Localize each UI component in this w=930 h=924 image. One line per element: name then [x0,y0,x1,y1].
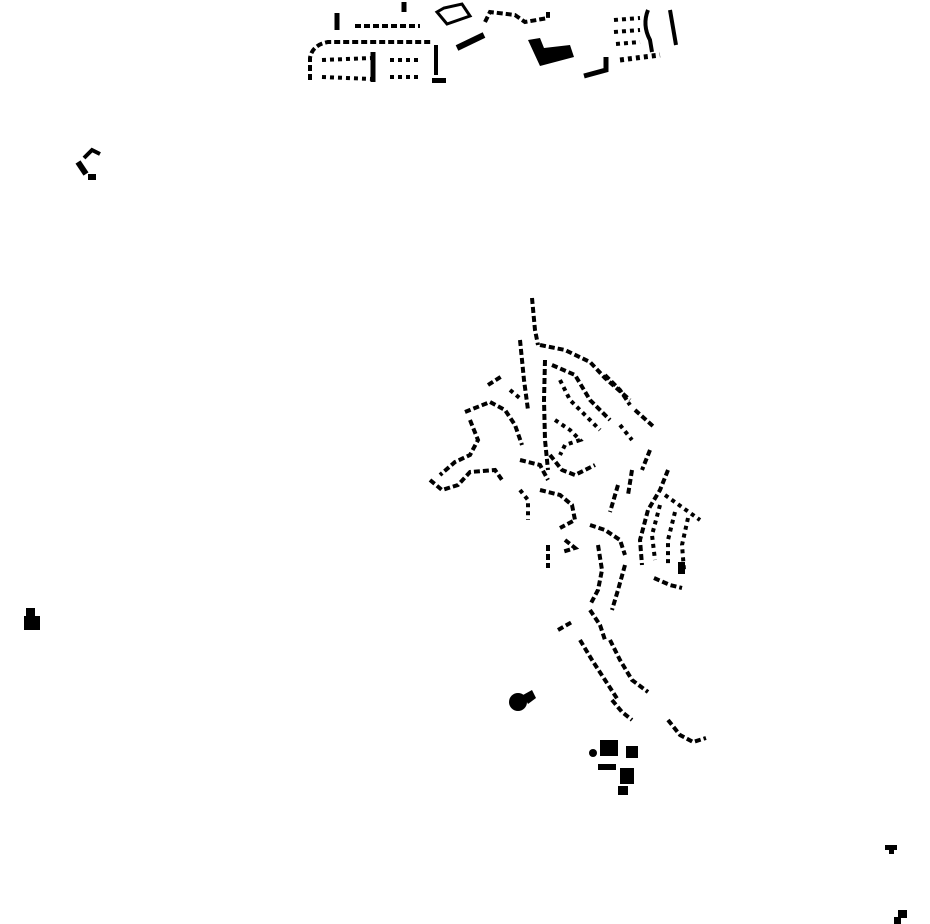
building-cluster-south [509,690,638,795]
building-cluster-north [308,2,678,83]
building-cluster-northwest [75,147,101,180]
building-cluster-central [428,297,707,745]
building-cluster-southeast [885,845,907,924]
building-cluster-west [24,608,40,630]
